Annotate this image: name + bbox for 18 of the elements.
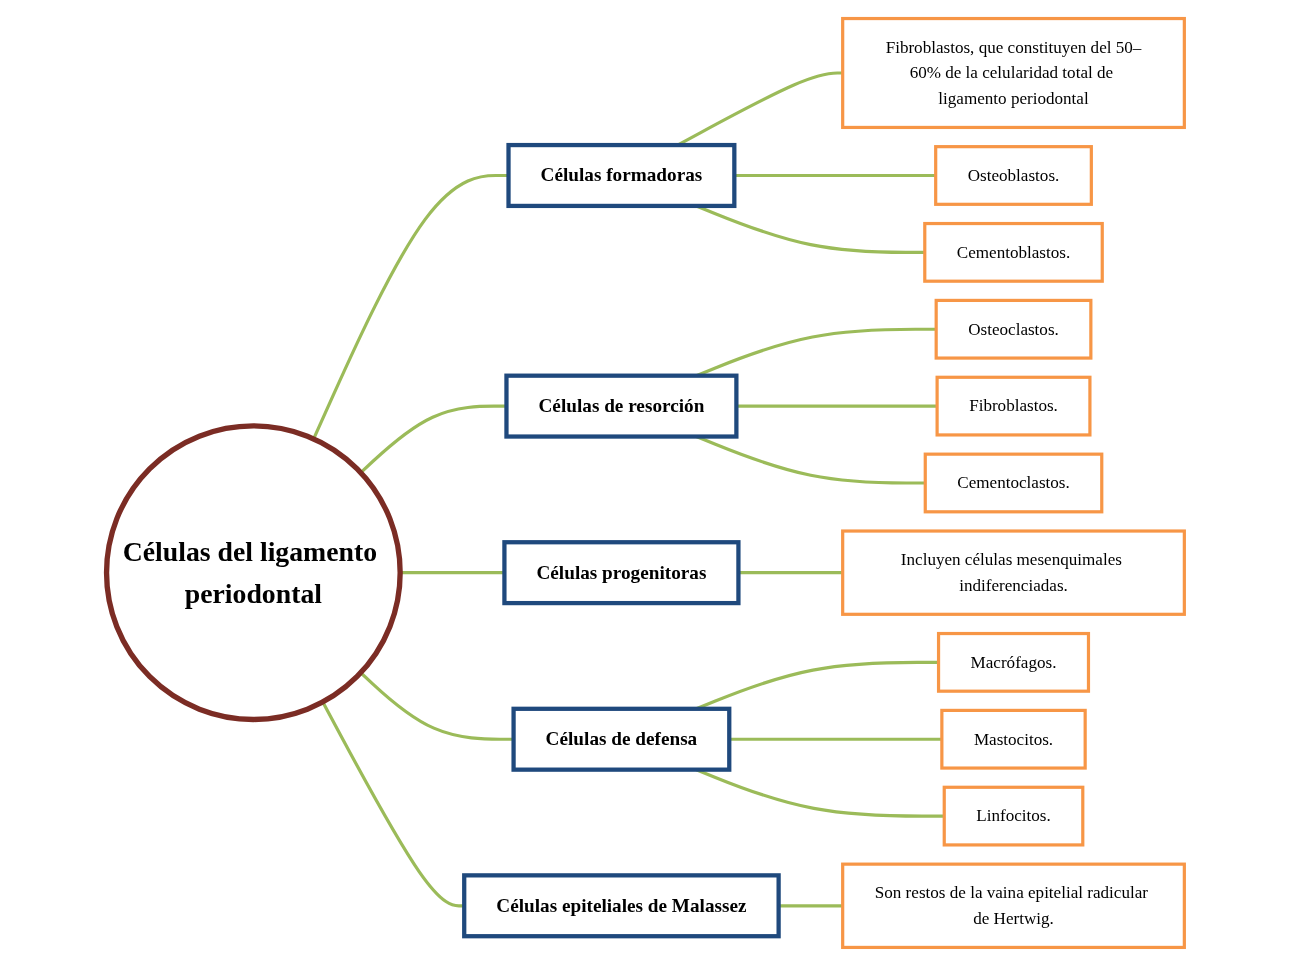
node-box: Linfocitos. [942, 785, 1084, 847]
node-box: Células de resorción [503, 373, 739, 439]
node-box: Cementoclastos. [923, 452, 1103, 514]
node-box: Células epiteliales de Malassez [461, 873, 781, 939]
node-circle: Células del ligamento periodontal [103, 423, 403, 723]
node-box: Mastocitos. [939, 708, 1087, 770]
node-box: Células formadoras [505, 142, 736, 209]
node-box: Células progenitoras [501, 540, 741, 606]
node-box: Incluyen células mesenquimales indiferenciadas. [840, 529, 1186, 616]
connector [359, 404, 506, 474]
node-box: Fibroblastos, que constituyen del 50–60% de la celularidad total de ligamento periodontal [840, 16, 1186, 130]
node-box: Osteoclastos. [934, 298, 1092, 360]
node-box: Osteoblastos. [933, 145, 1093, 206]
node-box: Macrófagos. [936, 631, 1090, 693]
node-box: Son restos de la vaina epitelial radicular de Hertwig. [840, 862, 1186, 950]
node-box: Fibroblastos. [935, 375, 1092, 437]
node-box: Células de defensa [511, 706, 731, 772]
node-box: Cementoblastos. [922, 221, 1104, 283]
